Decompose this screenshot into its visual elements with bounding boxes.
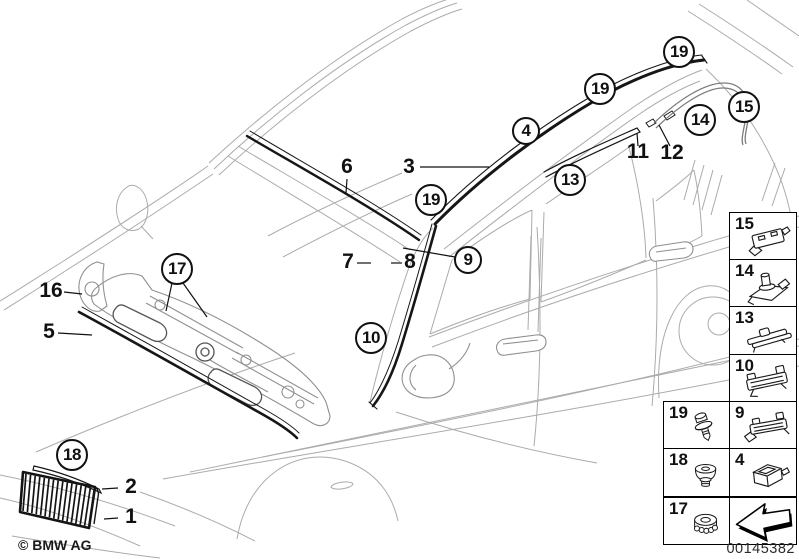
part-label-11[interactable]: 11: [626, 140, 650, 163]
cowl-assembly: [78, 261, 331, 427]
callout-4-clip[interactable]: 4: [512, 117, 540, 145]
rivet-icon: [694, 412, 713, 442]
part-label-7[interactable]: 7: [342, 250, 354, 273]
part-label-1[interactable]: 1: [125, 505, 137, 528]
callout-19-roof-mid[interactable]: 19: [584, 73, 616, 105]
leader-lines: [57, 124, 671, 520]
part-label-5[interactable]: 5: [43, 320, 55, 343]
part-label-3[interactable]: 3: [403, 155, 415, 178]
direction-arrow-icon: [735, 503, 793, 543]
callout-17-plug[interactable]: 17: [161, 253, 193, 285]
grommet-icon: [694, 463, 717, 487]
clip-bracket2-icon: [743, 411, 790, 443]
plug-icon: [693, 513, 718, 534]
clip-bracket-icon: [746, 364, 788, 398]
callout-19-roof-front[interactable]: 19: [415, 184, 447, 216]
legend-cell-18[interactable]: 18: [663, 448, 730, 497]
callout-14-clip[interactable]: 14: [684, 104, 716, 136]
part-label-2[interactable]: 2: [125, 475, 137, 498]
callout-15-rail-end[interactable]: 15: [728, 91, 760, 123]
mirror-and-handles: [401, 241, 694, 399]
legend-cell-17[interactable]: 17: [663, 497, 730, 545]
legend-label-15: 15: [735, 214, 754, 233]
callout-13-clip[interactable]: 13: [554, 164, 586, 196]
copyright-text: © BMW AG: [18, 537, 92, 553]
callout-9-apillar[interactable]: 9: [454, 246, 482, 274]
kidney-grille: [18, 470, 100, 530]
legend-label-13: 13: [735, 308, 754, 327]
legend-label-9: 9: [735, 403, 745, 422]
part-label-8[interactable]: 8: [404, 250, 416, 273]
callout-19-roof-rear[interactable]: 19: [663, 36, 695, 68]
legend-cell-19[interactable]: 19: [663, 401, 730, 449]
clip-flat-icon: [748, 226, 791, 257]
callout-18-grommet[interactable]: 18: [56, 439, 88, 471]
part-label-12[interactable]: 12: [660, 141, 684, 164]
legend-cell-15[interactable]: 15: [729, 212, 797, 260]
direction-arrow-cell[interactable]: [729, 497, 797, 545]
legend-label-14: 14: [735, 261, 754, 280]
legend-label-10: 10: [735, 356, 754, 375]
clip-rail-icon: [747, 327, 792, 353]
legend-cell-10[interactable]: 10: [729, 354, 797, 402]
legend-cell-4[interactable]: 4: [729, 448, 797, 497]
part-label-6[interactable]: 6: [341, 155, 353, 178]
callout-10-clip[interactable]: 10: [355, 322, 387, 354]
legend-label-19: 19: [669, 403, 688, 422]
clip-stud-icon: [747, 272, 791, 306]
legend-cell-14[interactable]: 14: [729, 259, 797, 307]
diagram-number: 00145382: [726, 541, 795, 557]
legend-label-17: 17: [669, 499, 688, 518]
clip-box-icon: [752, 464, 791, 488]
legend-label-4: 4: [735, 450, 745, 469]
part-label-16[interactable]: 16: [39, 279, 63, 302]
legend-cell-13[interactable]: 13: [729, 306, 797, 355]
legend-cell-9[interactable]: 9: [729, 401, 797, 449]
legend-label-18: 18: [669, 450, 688, 469]
